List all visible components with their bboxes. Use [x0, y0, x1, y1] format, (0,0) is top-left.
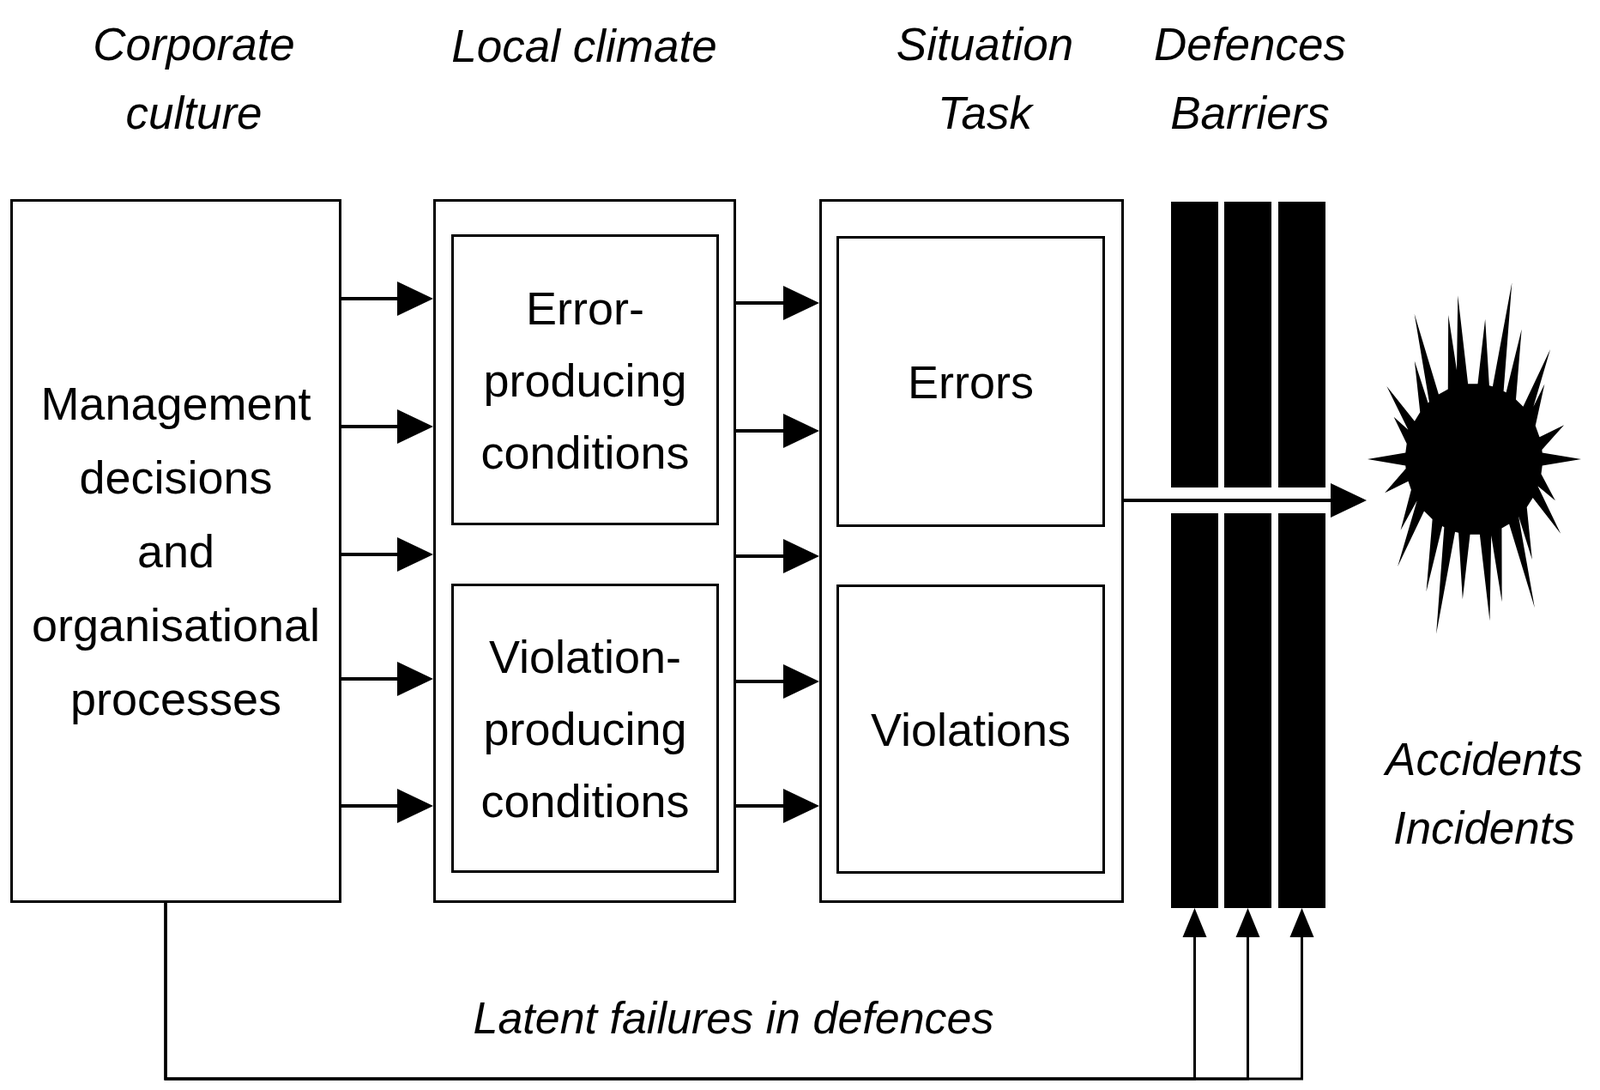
heading-wrap: Accidents Incidents [1385, 724, 1583, 863]
heading-wrap: Local climate [451, 12, 717, 81]
heading-wrap: Corporate culture [92, 10, 296, 148]
connector-line [736, 803, 791, 808]
accident-burst: Accidents Incidents [1366, 270, 1592, 653]
arrowhead [1236, 907, 1261, 937]
connector-line [165, 902, 1196, 1079]
connector-arrow [341, 409, 434, 444]
barrier-bar [1224, 513, 1272, 908]
connector-line [1123, 498, 1338, 502]
connector-line [736, 301, 791, 305]
starburst [1366, 270, 1592, 653]
connector-line [341, 803, 405, 808]
box-text: Violation-producing conditions [464, 620, 707, 837]
arrowhead [397, 537, 434, 572]
connector-arrow [341, 661, 434, 696]
box-text: Management decisions and organisational … [30, 366, 322, 736]
barrier-bars [1171, 201, 1326, 908]
barrier-bar [1278, 201, 1326, 488]
arrowhead [397, 661, 434, 696]
box-text: Violations [870, 693, 1071, 766]
outcome-box: Errors [836, 235, 1105, 527]
heading-wrap: Situation Task [896, 10, 1074, 148]
connector-line [341, 552, 405, 556]
group-box: Local climateError-producing conditionsV… [433, 199, 737, 903]
connector-line [341, 676, 405, 681]
connector-arrow [165, 902, 1315, 1079]
condition-box: Error-producing conditions [451, 234, 719, 526]
connector-line [736, 554, 791, 558]
connector-arrow [736, 538, 820, 574]
connector-line [736, 679, 791, 683]
connector-arrow [736, 664, 820, 699]
barrier-bar [1278, 513, 1326, 908]
heading-text: Local climate [451, 12, 717, 81]
connector-line [341, 296, 405, 301]
barrier-bar [1171, 201, 1219, 488]
barrier-bar [1224, 201, 1272, 488]
arrowhead [783, 538, 820, 574]
process-box: Corporate cultureManagement decisions an… [10, 199, 342, 903]
arrowhead [397, 409, 434, 444]
connector-arrow [165, 902, 1208, 1079]
heading-text: Corporate culture [92, 10, 296, 148]
box-text: Errors [907, 345, 1034, 418]
heading-text: Defences Barriers [1153, 10, 1347, 148]
connector-line [165, 902, 1303, 1079]
outcome-box: Violations [836, 584, 1105, 874]
arrowhead [1290, 907, 1315, 937]
connector-arrow [736, 285, 820, 320]
connector-line [341, 424, 405, 429]
arrowhead [1183, 907, 1208, 937]
condition-box: Violation-producing conditions [451, 583, 719, 873]
connector-arrow [736, 413, 820, 448]
heading-wrap: Defences Barriers [1153, 10, 1347, 148]
starburst-shape [1367, 282, 1582, 634]
arrowhead [783, 285, 820, 320]
arrowhead [1330, 483, 1367, 518]
connector-arrow [341, 788, 434, 823]
connector-line [736, 428, 791, 433]
connector-arrow [1123, 483, 1367, 518]
defence-barriers: Defences Barriers [1171, 201, 1326, 908]
arrowhead [397, 281, 434, 316]
group-box: Situation TaskErrorsViolations [819, 199, 1124, 903]
connector-arrow [341, 537, 434, 572]
heading-text: Situation Task [896, 10, 1074, 148]
arrowhead [397, 788, 434, 823]
arrowhead [783, 788, 820, 823]
barrier-bar [1171, 513, 1219, 908]
arrowhead [783, 664, 820, 699]
connector-arrow [341, 281, 434, 316]
arrowhead [783, 413, 820, 448]
connector-arrow [165, 902, 1261, 1079]
connector-arrow [736, 788, 820, 823]
box-text: Error-producing conditions [464, 271, 707, 489]
edge-label: Latent failures in defences [467, 986, 999, 1049]
heading-text: Accidents Incidents [1385, 724, 1583, 863]
connector-line [165, 902, 1249, 1079]
